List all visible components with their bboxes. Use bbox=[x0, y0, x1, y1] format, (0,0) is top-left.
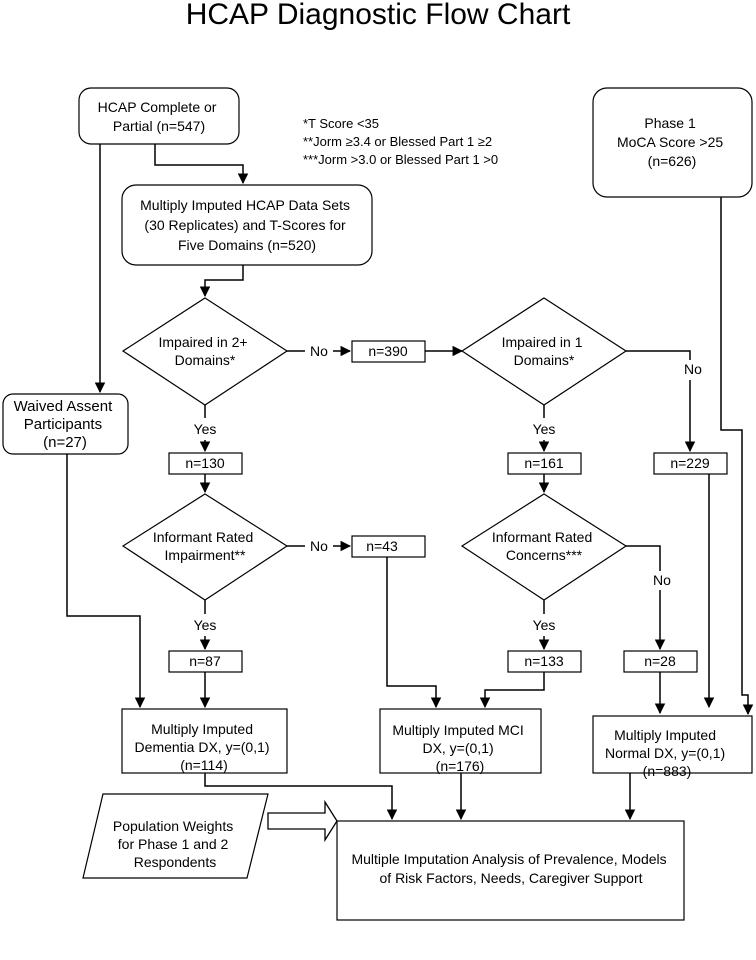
svg-text:HCAP Complete or Partial: HCAP Complete or Partial (n=547) bbox=[98, 99, 221, 134]
svg-text:n=133: n=133 bbox=[524, 653, 564, 669]
svg-text:Waived Assent Participan: Waived Assent Participants (n=27) bbox=[14, 398, 117, 451]
svg-text:Impaired in 2+ Domains*: Impaired in 2+ Domains* bbox=[159, 334, 252, 368]
node-n43: n=43 bbox=[351, 535, 426, 558]
node-imputed-data-sets: Multiply Imputed HCAP Data Sets (30 Repl… bbox=[121, 184, 373, 266]
node-n161: n=161 bbox=[507, 452, 582, 475]
svg-text:n=229: n=229 bbox=[670, 455, 710, 471]
node-waived-assent: Waived Assent Participants (n=27) bbox=[2, 393, 129, 455]
node-impaired-1: Impaired in 1 Domains* bbox=[460, 297, 628, 406]
edge-phase1-to-normal bbox=[720, 197, 754, 716]
edge-labels: No Yes Yes No No Yes Yes No bbox=[194, 343, 703, 633]
svg-text:Population Weights for P: Population Weights for Phase 1 and 2 Res… bbox=[113, 818, 237, 870]
node-n390: n=390 bbox=[351, 340, 426, 363]
svg-text:n=130: n=130 bbox=[185, 455, 225, 471]
footnote-jorm-impairment: **Jorm ≥3.4 or Blessed Part 1 ≥2 bbox=[303, 134, 492, 149]
svg-text:n=87: n=87 bbox=[189, 653, 221, 669]
label-no-impaired1: No bbox=[684, 361, 702, 377]
node-imputation-analysis: Multiple Imputation Analysis of Prevalen… bbox=[336, 820, 685, 921]
svg-text:Informant Rated Concerns: Informant Rated Concerns*** bbox=[492, 529, 596, 563]
footnote-jorm-concerns: ***Jorm >3.0 or Blessed Part 1 >0 bbox=[303, 152, 498, 167]
node-n28: n=28 bbox=[623, 650, 698, 673]
label-yes-informant: Yes bbox=[194, 617, 217, 633]
node-n87: n=87 bbox=[168, 650, 243, 673]
node-n133: n=133 bbox=[507, 650, 582, 673]
svg-text:Impaired in 1 Domains*: Impaired in 1 Domains* bbox=[502, 334, 587, 368]
svg-text:Multiply Imputed HCAP Data Set: Multiply Imputed HCAP Data Sets (30 Repl… bbox=[140, 197, 354, 253]
svg-text:n=43: n=43 bbox=[366, 538, 398, 554]
svg-text:Informant Rated Impairme: Informant Rated Impairment** bbox=[153, 529, 257, 563]
node-impaired-2plus: Impaired in 2+ Domains* bbox=[121, 297, 289, 406]
edge-n133-to-mci bbox=[479, 672, 545, 709]
svg-text:n=28: n=28 bbox=[644, 653, 676, 669]
chart-title: HCAP Diagnostic Flow Chart bbox=[186, 0, 571, 31]
svg-text:Multiply Imputed Normal: Multiply Imputed Normal DX, y=(0,1) (n=8… bbox=[605, 727, 729, 779]
edges bbox=[66, 144, 754, 843]
edge-concerns-no-a bbox=[626, 545, 661, 571]
label-no-informant: No bbox=[310, 538, 328, 554]
node-mci-dx: Multiply Imputed MCI DX, y=(0,1) (n=176) bbox=[379, 708, 542, 774]
svg-text:n=161: n=161 bbox=[524, 455, 564, 471]
node-dementia-dx: Multiply Imputed Dementia DX, y=(0,1) (n… bbox=[121, 708, 288, 774]
svg-text:Multiply Imputed MCI DX,: Multiply Imputed MCI DX, y=(0,1) (n=176) bbox=[392, 722, 527, 774]
edge-waived-to-dementia bbox=[66, 454, 146, 709]
node-n130: n=130 bbox=[168, 452, 243, 475]
label-no-impaired2: No bbox=[310, 343, 328, 359]
svg-text:Multiply Imputed Dementi: Multiply Imputed Dementia DX, y=(0,1) (n… bbox=[135, 721, 274, 773]
node-phase1: Phase 1 MoCA Score >25 (n=626) bbox=[592, 87, 753, 198]
node-population-weights: Population Weights for Phase 1 and 2 Res… bbox=[82, 793, 269, 879]
node-informant-concerns: Informant Rated Concerns*** bbox=[460, 493, 628, 601]
node-normal-dx: Multiply Imputed Normal DX, y=(0,1) (n=8… bbox=[592, 715, 753, 779]
svg-text:Multiple Imputation Analysis o: Multiple Imputation Analysis of Prevalen… bbox=[351, 851, 670, 886]
edge-hcap-to-imputed bbox=[154, 144, 249, 185]
node-informant-impairment: Informant Rated Impairment** bbox=[121, 493, 289, 601]
footnotes: *T Score <35 **Jorm ≥3.4 or Blessed Part… bbox=[303, 116, 498, 167]
edge-n43-to-mci bbox=[386, 557, 442, 709]
edge-impaired1-no-a bbox=[626, 350, 691, 360]
svg-text:n=390: n=390 bbox=[368, 343, 408, 359]
edge-dementia-to-analysis bbox=[204, 773, 398, 821]
label-yes-impaired2: Yes bbox=[194, 421, 217, 437]
node-n229: n=229 bbox=[653, 452, 728, 475]
label-no-concerns: No bbox=[653, 572, 671, 588]
label-yes-concerns: Yes bbox=[533, 617, 556, 633]
label-yes-impaired1: Yes bbox=[533, 421, 556, 437]
node-hcap-complete: HCAP Complete or Partial (n=547) bbox=[78, 87, 240, 145]
footnote-t-score: *T Score <35 bbox=[303, 116, 379, 131]
edge-weights-to-analysis bbox=[267, 799, 338, 843]
svg-text:Phase 1 MoCA Score >25: Phase 1 MoCA Score >25 (n=626) bbox=[617, 115, 727, 169]
edge-imputed-to-impaired2 bbox=[199, 265, 244, 298]
